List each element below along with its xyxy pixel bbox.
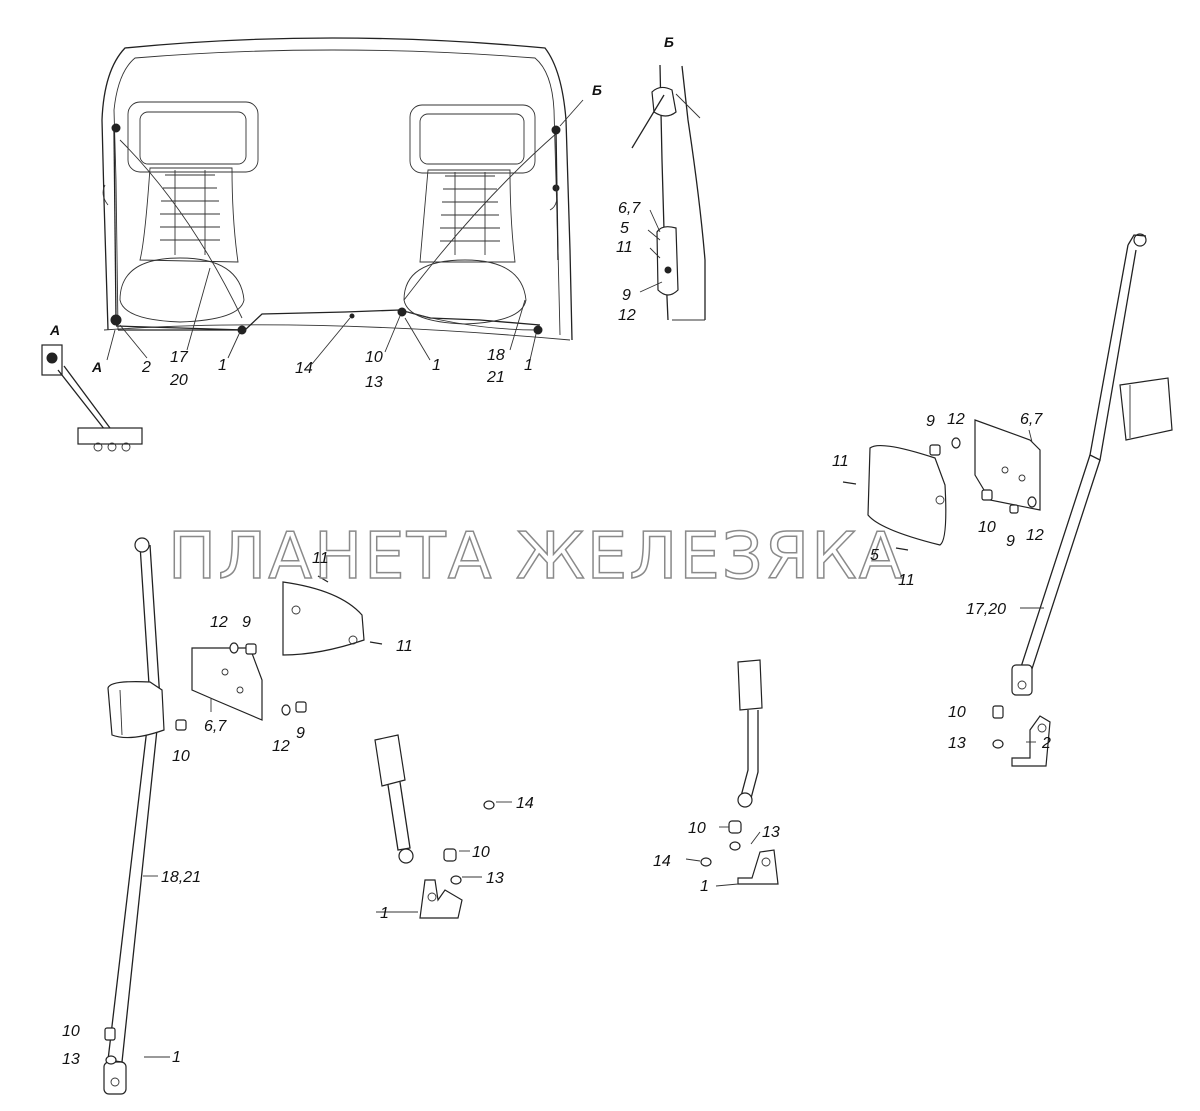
left-group-callouts: 11 12 9 11 6,7 10 12 9 18,21 10 13 1 — [62, 550, 413, 1068]
callout-1: 1 — [432, 357, 441, 374]
callout-13: 13 — [948, 735, 966, 752]
callout-2: 2 — [141, 359, 151, 376]
view-a-detail — [41, 344, 143, 452]
callout-9: 9 — [622, 287, 631, 304]
callout-view-a-pointer: А — [91, 359, 102, 375]
callout-9: 9 — [926, 413, 935, 430]
watermark-text: ПЛАНЕТА ЖЕЛЕЗЯКА — [168, 520, 904, 594]
callout-18: 18 — [487, 347, 505, 364]
right-group-callouts: 9 12 6,7 11 10 9 12 5 11 17,20 10 13 2 — [832, 411, 1051, 752]
mid-buckle-callouts: 14 10 13 1 — [380, 795, 534, 922]
left-belt-assembly — [103, 537, 383, 1095]
callout-18-21: 18,21 — [161, 869, 201, 886]
callout-10: 10 — [948, 704, 966, 721]
callout-14: 14 — [653, 853, 671, 870]
callout-6-7: 6,7 — [618, 200, 641, 217]
callout-12: 12 — [272, 738, 290, 755]
callout-1: 1 — [172, 1049, 181, 1066]
callout-17: 17 — [170, 349, 189, 366]
callout-11: 11 — [832, 453, 849, 470]
view-b-heading: Б — [664, 34, 674, 50]
callout-view-b-pointer: Б — [592, 82, 602, 98]
callout-9: 9 — [242, 614, 251, 631]
callout-1: 1 — [700, 878, 709, 895]
callout-11: 11 — [898, 572, 915, 589]
view-a-heading: А — [49, 322, 60, 338]
view-b-detail — [631, 64, 706, 321]
callout-1: 1 — [380, 905, 389, 922]
cab-rear-view — [101, 37, 573, 341]
callout-10: 10 — [62, 1023, 80, 1040]
right-buckle-assembly — [700, 659, 779, 885]
callout-6-7: 6,7 — [1020, 411, 1043, 428]
callout-13: 13 — [365, 374, 383, 391]
callout-10: 10 — [688, 820, 706, 837]
callout-12: 12 — [947, 411, 965, 428]
callout-11: 11 — [616, 239, 633, 256]
callout-20: 20 — [169, 372, 188, 389]
leader-lines — [106, 99, 1044, 1058]
callout-10: 10 — [472, 844, 490, 861]
callout-10: 10 — [978, 519, 996, 536]
callout-9: 9 — [1006, 533, 1015, 550]
right-belt-assembly — [842, 233, 1173, 767]
callout-10: 10 — [365, 349, 383, 366]
callout-6-7: 6,7 — [204, 718, 227, 735]
callout-11: 11 — [312, 550, 329, 567]
callout-12: 12 — [618, 307, 636, 324]
callout-1: 1 — [524, 357, 533, 374]
callout-2: 2 — [1041, 735, 1051, 752]
callout-1: 1 — [218, 357, 227, 374]
callout-21: 21 — [486, 369, 505, 386]
callout-10: 10 — [172, 748, 190, 765]
callout-12: 12 — [210, 614, 228, 631]
detail-b-callouts: 6,7 5 11 9 12 — [616, 200, 641, 324]
callout-13: 13 — [762, 824, 780, 841]
callout-9: 9 — [296, 725, 305, 742]
callout-13: 13 — [486, 870, 504, 887]
callout-14: 14 — [516, 795, 534, 812]
callout-12: 12 — [1026, 527, 1044, 544]
callout-14: 14 — [295, 360, 313, 377]
main-callouts: А 2 17 20 1 14 10 13 1 18 21 1 Б — [91, 82, 602, 391]
callout-17-20: 17,20 — [966, 601, 1006, 618]
callout-13: 13 — [62, 1051, 80, 1068]
callout-5: 5 — [620, 220, 629, 237]
middle-buckle-assembly — [374, 734, 495, 919]
right-buckle-callouts: 10 13 14 1 — [653, 820, 780, 895]
callout-5: 5 — [870, 547, 879, 564]
callout-11: 11 — [396, 638, 413, 655]
